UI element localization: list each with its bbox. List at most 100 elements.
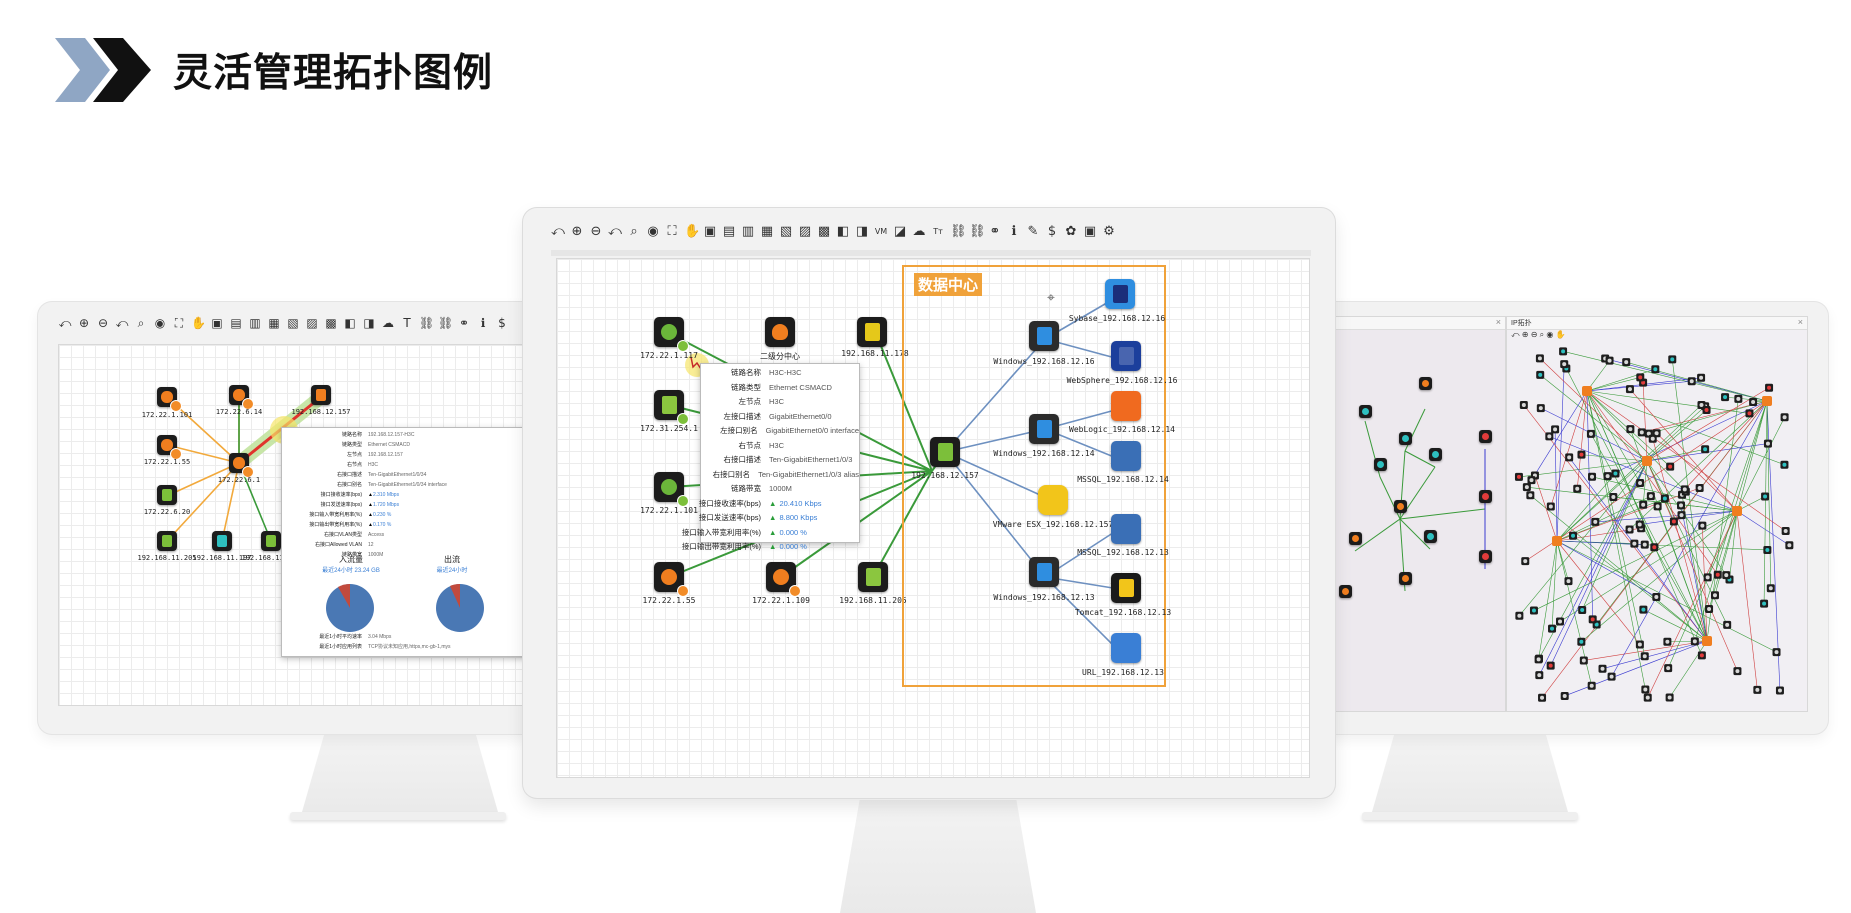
zoom-out-icon[interactable]: ⊖ [590,224,602,239]
zoom-out-icon[interactable]: ⊖ [97,316,109,330]
eye-icon[interactable]: ◉ [154,316,166,330]
device-icon[interactable]: ▧ [287,316,299,330]
sybase-db-node[interactable] [1105,279,1135,309]
windows-server-node[interactable] [1029,414,1059,444]
ip-hub-node[interactable] [1642,456,1652,466]
image-icon[interactable]: ▣ [211,316,223,330]
ip-hub-node[interactable] [1582,386,1592,396]
dollar-icon[interactable]: ✎ [1027,224,1039,239]
windows-server-node[interactable] [1029,321,1059,351]
center-topology-canvas[interactable]: 172.22.1.117 二级分中心 192.168.11.178 172.31… [556,258,1310,778]
undo-icon[interactable]: ⤺ [58,316,72,330]
tomcat-node[interactable] [1111,573,1141,603]
window-1-hub-node[interactable] [1394,500,1407,513]
center-server-node[interactable] [858,562,888,592]
center-cloud-node[interactable] [765,317,795,347]
center-hub-switch-node[interactable] [930,437,960,467]
search-icon[interactable]: ⌕ [630,224,638,239]
hand-icon[interactable]: ✋ [191,316,206,330]
export-icon[interactable]: ▦ [760,224,774,239]
left-host-node[interactable] [157,485,177,505]
info-icon[interactable]: ⚭ [989,224,1001,239]
zoom-in-icon[interactable]: ⊕ [1521,330,1529,339]
close-icon[interactable]: × [1797,317,1803,327]
eye-icon[interactable]: ◉ [647,224,659,239]
layout-icon[interactable]: ▤ [722,224,736,239]
mssql-node[interactable] [1111,441,1141,471]
right-topology-window-1[interactable]: × [1334,316,1506,712]
dollar-icon[interactable]: $ [498,316,506,330]
zoom-in-icon[interactable]: ⊕ [78,316,90,330]
layout-icon[interactable]: ▤ [230,316,242,330]
hand-icon[interactable]: ✋ [1555,330,1566,339]
ip-hub-node[interactable] [1762,396,1772,406]
eye-icon[interactable]: ◉ [1546,330,1554,339]
center-router-node[interactable] [654,472,689,507]
zoom-out-icon[interactable]: ⊖ [1530,330,1538,339]
zoom-in-icon[interactable]: ⊕ [571,224,583,239]
vmware-esx-node[interactable] [1038,485,1068,515]
flower-icon[interactable]: $ [1047,224,1057,239]
window-1-switch-node[interactable] [1374,458,1387,471]
search-icon[interactable]: ⌕ [1539,330,1545,339]
left-switch-hub-node[interactable] [229,453,254,478]
center-router-node[interactable] [654,562,689,597]
reset-zoom-icon[interactable]: ⤺ [115,316,129,330]
window-1-switch-node[interactable] [1399,432,1412,445]
select-icon[interactable]: ▨ [798,224,812,239]
center-router-node[interactable] [654,317,689,352]
cloud-icon[interactable]: ☁ [382,316,394,330]
export-icon[interactable]: ▦ [268,316,280,330]
binoculars-icon[interactable]: ⛓ [969,224,986,239]
image-icon[interactable]: ▣ [703,224,717,239]
window-1-switch-node[interactable] [1429,448,1442,461]
left-server-node[interactable] [261,531,281,551]
link-icon[interactable]: ⛓ [419,316,435,330]
left-server-node[interactable] [311,385,331,405]
websphere-node[interactable] [1111,341,1141,371]
undo-icon[interactable]: ⤺ [1511,330,1520,339]
window-1-router-node[interactable] [1349,532,1362,545]
link-icon[interactable]: Tт [933,227,943,236]
ip-hub-node[interactable] [1702,636,1712,646]
fit-icon[interactable]: ⛶ [667,224,677,239]
left-server-node[interactable] [157,531,177,551]
window-1-switch-node[interactable] [1419,377,1432,390]
select-icon[interactable]: ▨ [306,316,318,330]
window-1-switch-node[interactable] [1424,530,1437,543]
weblogic-node[interactable] [1111,391,1141,421]
ip-hub-node[interactable] [1552,536,1562,546]
ungroup-icon[interactable]: ◧ [836,224,850,239]
properties-icon[interactable]: ✿ [1065,224,1077,239]
more-icon[interactable]: ⚙ [1103,224,1115,239]
group-icon[interactable]: ▩ [325,316,337,330]
group-icon[interactable]: ▩ [817,224,831,239]
device-icon[interactable]: ▧ [779,224,793,239]
window-1-alert-node[interactable] [1479,430,1492,443]
left-router-node[interactable] [157,435,182,460]
center-server-node[interactable] [654,390,689,425]
ip-hub-node[interactable] [1732,506,1742,516]
left-router-node[interactable] [157,387,182,412]
vm-icon[interactable]: ◨ [855,224,869,239]
info-icon[interactable]: ℹ [480,316,486,330]
binoculars-icon[interactable]: ⚭ [458,316,470,330]
center-router-node[interactable] [766,562,801,597]
hand-icon[interactable]: ✋ [684,224,701,239]
settings-icon[interactable]: ▣ [1083,224,1097,239]
center-server-node[interactable] [857,317,887,347]
mssql-node[interactable] [1111,514,1141,544]
search-icon[interactable]: ⌕ [137,316,145,330]
save-icon[interactable]: ▥ [741,224,755,239]
windows-server-node[interactable] [1029,557,1059,587]
link-add-icon[interactable]: ⛓ [950,224,967,239]
ungroup-icon[interactable]: ◧ [344,316,356,330]
window-1-alert-node[interactable] [1479,550,1492,563]
left-router-node[interactable] [229,385,254,410]
window-1-alert-node[interactable] [1479,490,1492,503]
fit-icon[interactable]: ⛶ [174,316,184,330]
left-topology-canvas[interactable]: 172.22.1.101 172.22.6.14 192.168.12.157 … [58,344,560,706]
left-server-node[interactable] [212,531,232,551]
link-add-icon[interactable]: ⛓ [438,316,454,330]
right-topology-window-2[interactable]: IP拓扑 × ⤺ ⊕ ⊖ ⌕ ◉ ✋ [1506,316,1808,712]
